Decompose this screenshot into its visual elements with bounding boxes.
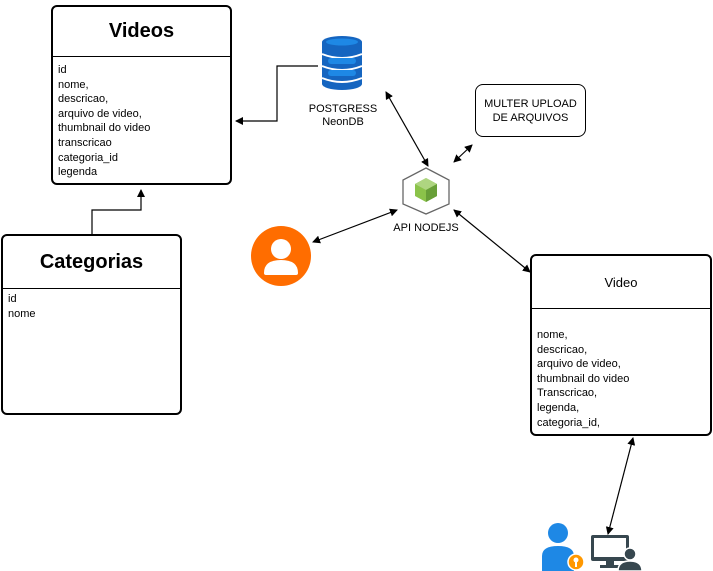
field: id — [8, 293, 17, 305]
field: arquivo de video, — [537, 358, 621, 371]
categorias-table-title: Categorias — [39, 250, 144, 273]
field: Transcricao, — [537, 387, 598, 400]
categorias-table-fields: id nome — [3, 289, 180, 323]
video-entity-fields: nome, descricao, arquivo de video, thumb… — [532, 309, 710, 432]
user-api-connector — [312, 208, 398, 244]
videos-table-header: Videos — [53, 7, 230, 57]
video-entity-table[interactable]: Video nome, descricao, arquivo de video,… — [530, 254, 712, 436]
database-icon[interactable] — [320, 35, 364, 91]
field: categoria_id, — [537, 416, 600, 429]
videos-table[interactable]: Videos id nome, descricao, arquivo de vi… — [51, 5, 232, 185]
admin-user-icon[interactable] — [540, 522, 586, 571]
database-label-line1: POSTGRESS — [308, 103, 378, 115]
field: nome, — [58, 78, 89, 91]
field: legenda — [58, 166, 98, 179]
multer-label: MULTER UPLOAD DE ARQUIVOS — [484, 97, 577, 125]
field: categoria_id — [58, 151, 118, 164]
field: legenda, — [537, 401, 580, 414]
db-api-connector — [385, 91, 429, 167]
user-icon[interactable] — [250, 225, 312, 287]
api-video-connector — [453, 209, 531, 273]
videos-table-title: Videos — [108, 20, 175, 42]
db-to-videos-connector — [235, 65, 318, 125]
multer-label-line2: DE ARQUIVOS — [492, 111, 569, 124]
field: descricao, — [537, 343, 588, 356]
database-label-line2: NeonDB — [322, 116, 364, 128]
field: arquivo de video, — [58, 107, 142, 120]
computer-user-icon[interactable] — [590, 534, 642, 571]
field: nome — [8, 307, 36, 320]
categorias-to-videos-connector — [91, 189, 145, 235]
video-admin-connector — [605, 437, 636, 535]
api-label: API NODEJS — [393, 222, 459, 234]
database-label: POSTGRESS NeonDB — [298, 103, 388, 129]
videos-table-fields: id nome, descricao, arquivo de video, th… — [53, 57, 230, 182]
field: id — [58, 64, 67, 76]
field: thumbnail do video — [537, 372, 630, 385]
nodejs-icon[interactable] — [400, 166, 452, 216]
multer-label-line1: MULTER UPLOAD — [484, 97, 577, 110]
video-entity-header: Video — [532, 256, 710, 309]
multer-upload-box[interactable]: MULTER UPLOAD DE ARQUIVOS — [475, 84, 586, 137]
field: transcricao — [58, 136, 112, 149]
field: thumbnail do video — [58, 122, 151, 135]
categorias-table[interactable]: Categorias id nome — [1, 234, 182, 415]
api-multer-connector — [453, 144, 473, 163]
categorias-table-header: Categorias — [3, 236, 180, 289]
field: descricao, — [58, 93, 109, 106]
video-entity-title: Video — [604, 274, 638, 290]
field: nome, — [537, 329, 568, 341]
